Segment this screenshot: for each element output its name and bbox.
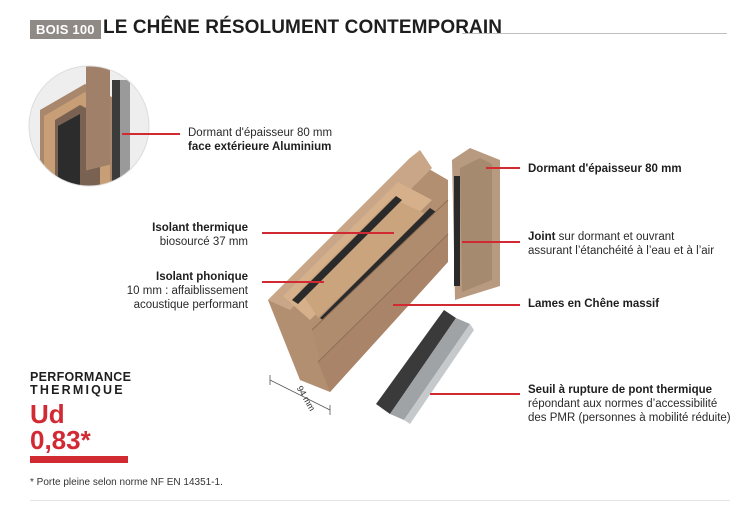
callout-seuil-title: Seuil à rupture de pont thermique — [528, 384, 713, 396]
page-title: LE CHÊNE RÉSOLUMENT CONTEMPORAIN — [103, 17, 503, 38]
performance-label: PERFORMANCE — [30, 370, 132, 384]
callout-dormant: Dormant d'épaisseur 80 mm — [528, 163, 682, 175]
callout-isolant-phonique-line1: 10 mm : affaiblissement — [126, 285, 248, 297]
performance-underline — [30, 456, 128, 463]
ud-value: Ud 0,83* — [30, 399, 91, 455]
callout-dormant-alu-line2: face extérieure Aluminium — [188, 141, 332, 153]
callout-lames: Lames en Chêne massif — [528, 298, 660, 310]
callout-line-joint — [462, 241, 520, 243]
callout-seuil-line1: répondant aux normes d’accessibilité — [528, 398, 718, 410]
callout-line-lames — [393, 304, 520, 306]
callout-isolant-thermique-text: biosourcé 37 mm — [159, 236, 248, 248]
callout-line-seuil — [430, 393, 520, 395]
callout-joint-line1: Joint sur dormant et ouvrant — [528, 231, 675, 243]
callout-seuil-line2: des PMR (personnes à mobilité réduite) — [528, 412, 731, 424]
footer-divider — [30, 500, 730, 501]
callout-seuil: Seuil à rupture de pont thermique répond… — [528, 383, 731, 425]
dimension-label: 94 mm — [295, 384, 317, 413]
callout-joint: Joint sur dormant et ouvrant assurant l’… — [528, 230, 714, 258]
callout-line-dormant — [486, 167, 520, 169]
callout-isolant-thermique: Isolant thermique biosourcé 37 mm — [152, 221, 248, 249]
detail-magnifier — [28, 65, 150, 187]
callout-isolant-phonique-title: Isolant phonique — [156, 271, 248, 283]
door-section — [268, 148, 500, 424]
header-divider — [462, 33, 727, 34]
performance-badge: PERFORMANCE THERMIQUE Ud 0,83* — [30, 370, 132, 463]
callout-line-isolant-thermique — [262, 232, 394, 234]
footnote: * Porte pleine selon norme NF EN 14351-1… — [30, 477, 223, 488]
thermique-label: THERMIQUE — [30, 383, 125, 397]
series-tag: BOIS 100 — [30, 20, 101, 39]
callout-line-isolant-phonique — [262, 281, 324, 283]
callout-dormant-alu-line1: Dormant d'épaisseur 80 mm — [188, 127, 333, 139]
callout-dormant-alu: Dormant d'épaisseur 80 mm face extérieur… — [188, 126, 332, 154]
callout-isolant-phonique-line2: acoustique performant — [133, 299, 248, 311]
callout-line-dormant-alu — [122, 133, 180, 135]
callout-isolant-thermique-title: Isolant thermique — [152, 222, 248, 234]
callout-joint-line2: assurant l’étanchéité à l’eau et à l’air — [528, 245, 715, 257]
callout-isolant-phonique: Isolant phonique 10 mm : affaiblissement… — [127, 270, 248, 312]
